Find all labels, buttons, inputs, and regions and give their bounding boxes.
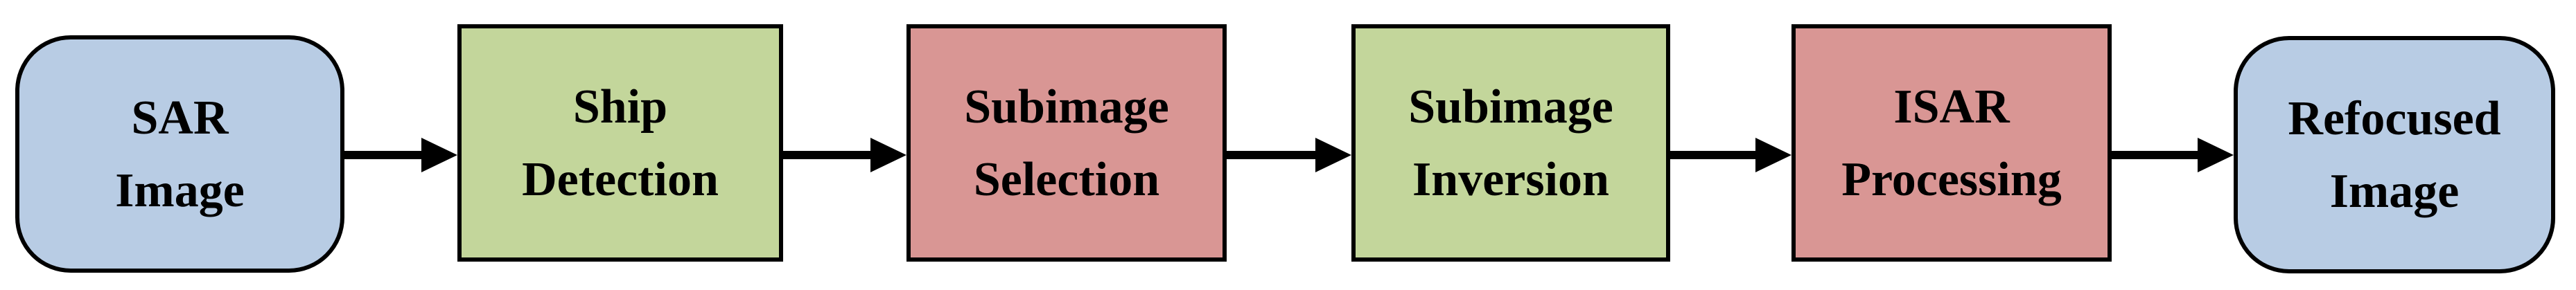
flow-arrow-5 — [2112, 138, 2234, 172]
arrow-head-icon — [1755, 138, 1791, 172]
node-label-line: Inversion — [1412, 152, 1609, 206]
node-label-line: Ship — [572, 80, 668, 134]
node-ship-detection: Ship Detection — [457, 24, 783, 262]
node-label-line: ISAR — [1893, 80, 2010, 134]
node-subimage-inversion: Subimage Inversion — [1351, 24, 1670, 262]
node-subimage-selection: Subimage Selection — [906, 24, 1227, 262]
node-label-line: SAR — [131, 91, 229, 145]
node-label-line: Subimage — [1408, 80, 1613, 134]
node-refocused-image: Refocused Image — [2234, 36, 2555, 273]
arrow-shaft — [344, 151, 427, 159]
node-label-line: Image — [2329, 164, 2460, 218]
flow-arrow-4 — [1670, 138, 1791, 172]
node-label-line: Selection — [973, 152, 1160, 206]
node-label-line: Image — [115, 163, 245, 217]
arrow-shaft — [783, 151, 876, 159]
arrow-shaft — [1670, 151, 1761, 159]
node-sar-image: SAR Image — [15, 35, 344, 273]
arrow-head-icon — [421, 138, 457, 172]
arrow-shaft — [1227, 151, 1321, 159]
node-label-line: Subimage — [964, 80, 1169, 134]
node-isar-processing: ISAR Processing — [1791, 24, 2112, 262]
arrow-head-icon — [870, 138, 906, 172]
flow-arrow-1 — [344, 138, 457, 172]
node-label-line: Processing — [1841, 152, 2062, 206]
node-label-line: Detection — [522, 152, 719, 206]
arrow-head-icon — [2198, 138, 2234, 172]
arrow-shaft — [2112, 151, 2203, 159]
flow-arrow-3 — [1227, 138, 1351, 172]
node-label-line: Refocused — [2288, 91, 2501, 145]
arrow-head-icon — [1315, 138, 1351, 172]
flow-arrow-2 — [783, 138, 906, 172]
